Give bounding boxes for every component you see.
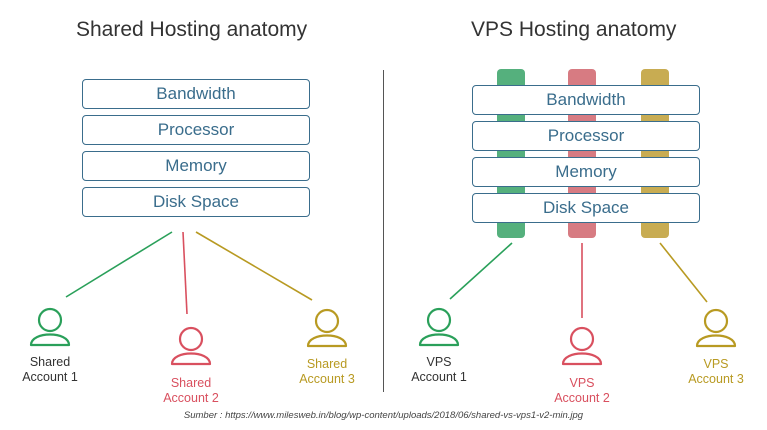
vps-bandwidth-box: Bandwidth [472,85,700,115]
vps-processor-box: Processor [472,121,700,151]
shared-disk-space-box: Disk Space [82,187,310,217]
label-line-2: Account 2 [554,391,610,405]
shared-memory-box: Memory [82,151,310,181]
shared-line-2 [182,231,188,315]
vps-line-3 [659,242,708,303]
shared-processor-box: Processor [82,115,310,145]
user-icon [561,326,603,366]
vps-account-2-label: VPS Account 2 [537,376,627,406]
label-line-1: VPS [426,355,452,369]
label-line-1: Shared [29,355,71,369]
user-icon [695,308,737,348]
source-caption: Sumber : https://www.milesweb.in/blog/wp… [183,410,584,421]
vps-account-1-label: VPS Account 1 [394,355,484,385]
label-line-1: VPS [569,376,595,390]
shared-account-3-label: Shared Account 3 [282,357,372,387]
label-line-1: Shared [170,376,212,390]
vps-hosting-title: VPS Hosting anatomy [471,18,677,41]
shared-bandwidth-box: Bandwidth [82,79,310,109]
user-icon [170,326,212,366]
label-line-2: Account 3 [299,372,355,386]
shared-account-2-label: Shared Account 2 [146,376,236,406]
shared-account-1-label: Shared Account 1 [5,355,95,385]
label-line-2: Account 2 [163,391,219,405]
vps-disk-space-box: Disk Space [472,193,700,223]
label-line-2: Account 1 [411,370,467,384]
center-divider [383,70,384,392]
shared-line-1 [65,231,173,298]
shared-line-3 [195,231,313,301]
label-line-2: Account 1 [22,370,78,384]
user-icon [29,307,71,347]
label-line-2: Account 3 [688,372,744,386]
vps-memory-box: Memory [472,157,700,187]
user-icon [418,307,460,347]
label-line-1: Shared [306,357,348,371]
user-icon [306,308,348,348]
label-line-1: VPS [703,357,729,371]
vps-account-3-label: VPS Account 3 [671,357,761,387]
vps-line-1 [449,242,513,300]
shared-hosting-title: Shared Hosting anatomy [76,18,308,41]
